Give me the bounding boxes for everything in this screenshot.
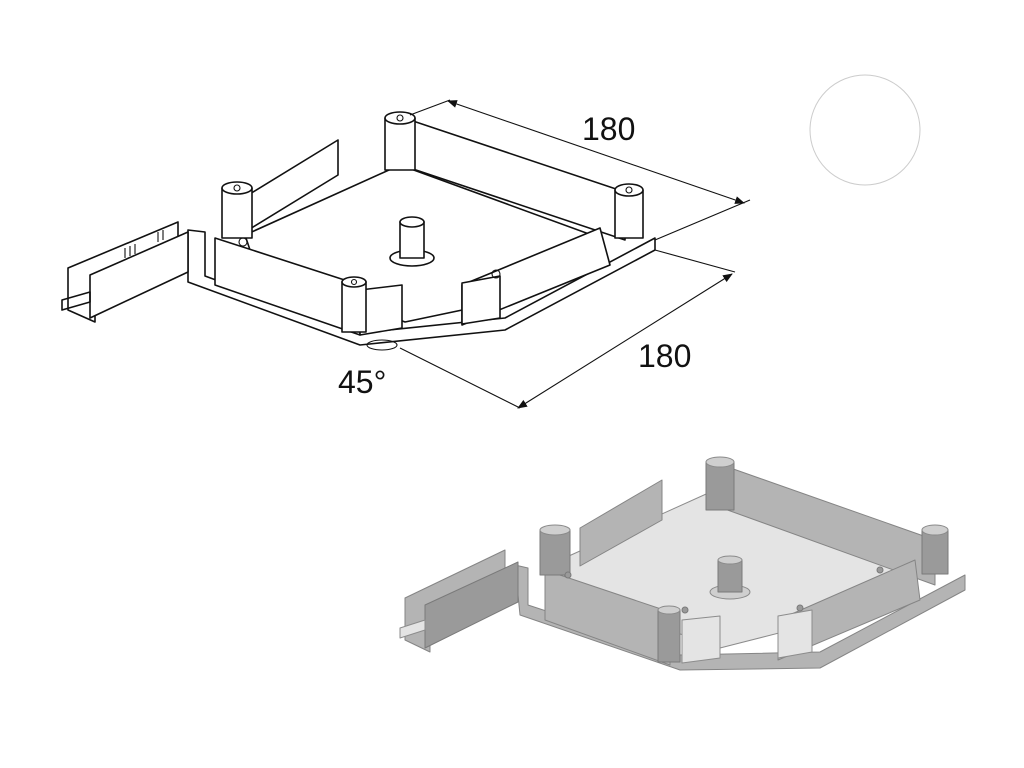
front-middle-panel-2 xyxy=(461,275,501,325)
base-foot xyxy=(366,339,398,351)
render-post-left xyxy=(539,524,571,576)
central-boss xyxy=(389,216,435,267)
corner-post-left xyxy=(221,181,253,239)
render-screw-hole xyxy=(876,566,884,574)
left-connector xyxy=(61,221,189,323)
render-front-middle-panel xyxy=(681,615,721,664)
render-central-boss xyxy=(709,555,751,600)
render-screw-hole xyxy=(564,571,572,579)
render-post-right xyxy=(921,524,949,575)
render-front-middle-panel-2 xyxy=(777,609,813,659)
render-screw-hole xyxy=(681,606,689,614)
color-swatch-circle xyxy=(809,74,921,186)
render-screw-hole xyxy=(796,604,804,612)
screw-hole xyxy=(238,237,248,247)
corner-post-back xyxy=(384,111,416,171)
dimension-top xyxy=(409,99,751,241)
render-back-left-wall xyxy=(579,479,663,567)
corner-post-right xyxy=(614,183,644,239)
rendered-corner-piece xyxy=(399,456,966,671)
render-left-connector xyxy=(399,549,519,653)
render-post-front xyxy=(657,605,681,663)
front-left-wall xyxy=(214,237,361,336)
back-left-wall xyxy=(239,139,339,236)
dimension-side xyxy=(399,249,736,409)
dimension-label-side: 180 xyxy=(638,338,691,374)
line-drawing-corner-piece xyxy=(61,111,656,351)
corner-post-front xyxy=(341,276,367,333)
screw-hole xyxy=(491,269,501,279)
render-front-left-wall xyxy=(544,569,671,666)
dimension-label-top: 180 xyxy=(582,111,635,147)
angle-label: 45° xyxy=(338,364,386,400)
render-post-back xyxy=(705,456,735,511)
